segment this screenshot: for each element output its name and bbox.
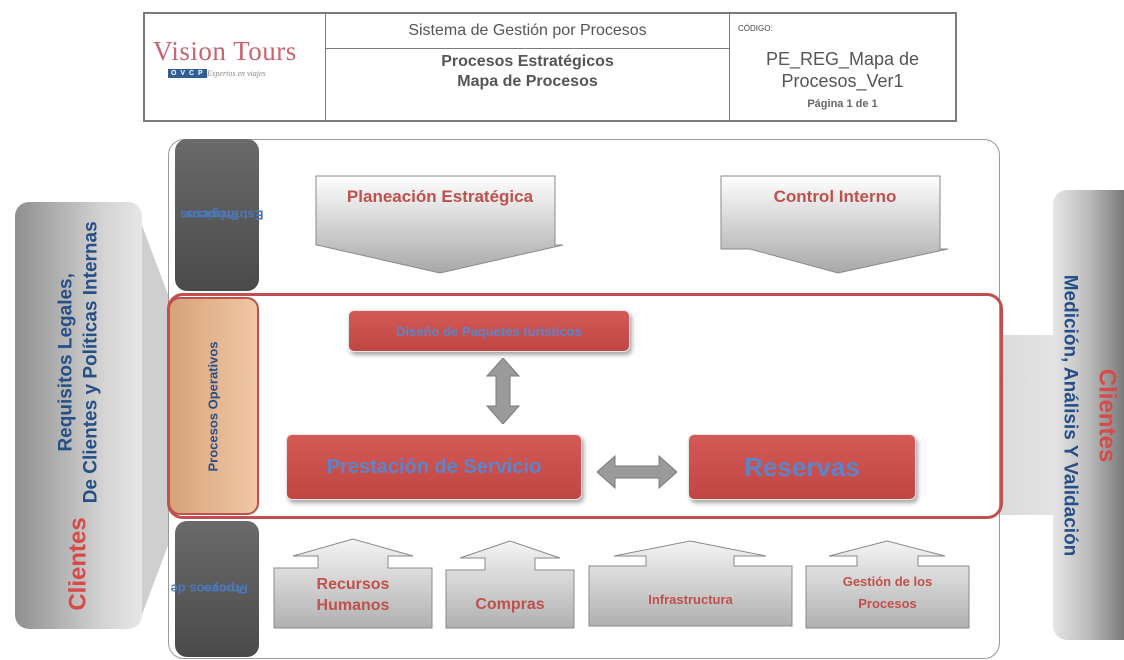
compras-arrow: Compras <box>445 540 575 630</box>
planeacion-label: Planeación Estratégica <box>346 187 534 206</box>
company-logo: Vision Tours <box>153 36 297 66</box>
logo-badge: O V C P <box>168 69 207 78</box>
reservas-box: Reservas <box>688 434 916 500</box>
diseno-label: Diseño de Paquetes turísticos <box>396 323 582 339</box>
diseno-paquetes-box: Diseño de Paquetes turísticos <box>348 310 630 352</box>
client-requirements-text: Clientes Requisitos Legales, De Clientes… <box>54 221 104 610</box>
control-interno-arrow: Control Interno <box>720 175 950 275</box>
logo-tagline: Expertos en viajes <box>207 69 266 78</box>
client-left-line2: De Clientes y Políticas Internas <box>80 220 102 503</box>
gestion-label: Gestión de los Procesos <box>805 571 970 615</box>
reservas-label: Reservas <box>744 451 860 482</box>
page-number: Página 1 de 1 <box>807 98 878 110</box>
title-cell: Sistema de Gestión por Procesos Procesos… <box>326 14 730 120</box>
process-title-line1: Procesos Estratégicos <box>441 53 614 70</box>
up-down-arrow-icon <box>486 358 520 424</box>
rrhh-label: Recursos Humanos <box>273 574 433 616</box>
down-arrow-icon <box>720 175 949 274</box>
client-satisfaction-text: Clientes Medición, Análisis Y Validación <box>1057 274 1120 556</box>
up-arrow-icon <box>445 540 575 629</box>
client-right-line1: Medición, Análisis Y Validación <box>1059 274 1081 556</box>
infraestructura-label: Infrastructura <box>648 592 733 607</box>
up-arrow-icon <box>273 538 433 629</box>
left-right-arrow-icon <box>597 455 677 489</box>
up-arrow-icon <box>588 540 793 627</box>
process-title-line2: Mapa de Procesos <box>457 73 598 90</box>
up-arrow-icon <box>805 540 970 629</box>
label-apoyo-line2: Apoyo <box>204 581 245 597</box>
infraestructura-arrow: Infrastructura <box>588 540 793 628</box>
prestacion-label: Prestación de Servicio <box>326 455 542 478</box>
recursos-humanos-arrow: Recursos Humanos <box>273 538 433 630</box>
process-title: Procesos Estratégicos Mapa de Procesos <box>326 52 729 92</box>
system-title: Sistema de Gestión por Procesos <box>326 14 729 49</box>
left-input-arrow <box>140 220 170 620</box>
label-estr-line2: Estratégicos <box>185 207 264 223</box>
gestion-line1: Gestión de los <box>842 574 933 589</box>
down-arrow-icon <box>315 175 564 274</box>
control-label: Control Interno <box>773 187 897 206</box>
codigo-value: PE_REG_Mapa de Procesos_Ver1 <box>730 48 955 92</box>
codigo-label: CÓDIGO: <box>738 24 773 33</box>
label-procesos-operativos: Procesos Operativos <box>168 297 259 515</box>
client-left-title: Clientes <box>64 516 92 611</box>
label-oper-text: Procesos Operativos <box>206 340 221 472</box>
prestacion-servicio-box: Prestación de Servicio <box>286 434 582 500</box>
codigo-line1: PE_REG_Mapa de <box>765 49 920 69</box>
compras-label: Compras <box>475 596 545 613</box>
client-left-line1: Requisitos Legales, <box>55 272 77 452</box>
planeacion-estrategica-arrow: Planeación Estratégica <box>315 175 565 275</box>
codigo-line2: Procesos_Ver1 <box>781 71 904 91</box>
client-satisfaction-panel: Clientes Medición, Análisis Y Validación <box>1053 190 1124 640</box>
rrhh-line2: Humanos <box>316 597 390 614</box>
client-right-title: Clientes <box>1093 368 1121 462</box>
code-cell: CÓDIGO: PE_REG_Mapa de Procesos_Ver1 Pág… <box>730 14 955 120</box>
gestion-procesos-arrow: Gestión de los Procesos <box>805 540 970 630</box>
logo-cell: Vision Tours O V C P Expertos en viajes <box>145 14 326 120</box>
rrhh-line1: Recursos <box>316 576 390 593</box>
client-requirements-panel: Clientes Requisitos Legales, De Clientes… <box>15 202 142 629</box>
document-header: Vision Tours O V C P Expertos en viajes … <box>143 12 957 122</box>
gestion-line2: Procesos <box>858 596 917 611</box>
